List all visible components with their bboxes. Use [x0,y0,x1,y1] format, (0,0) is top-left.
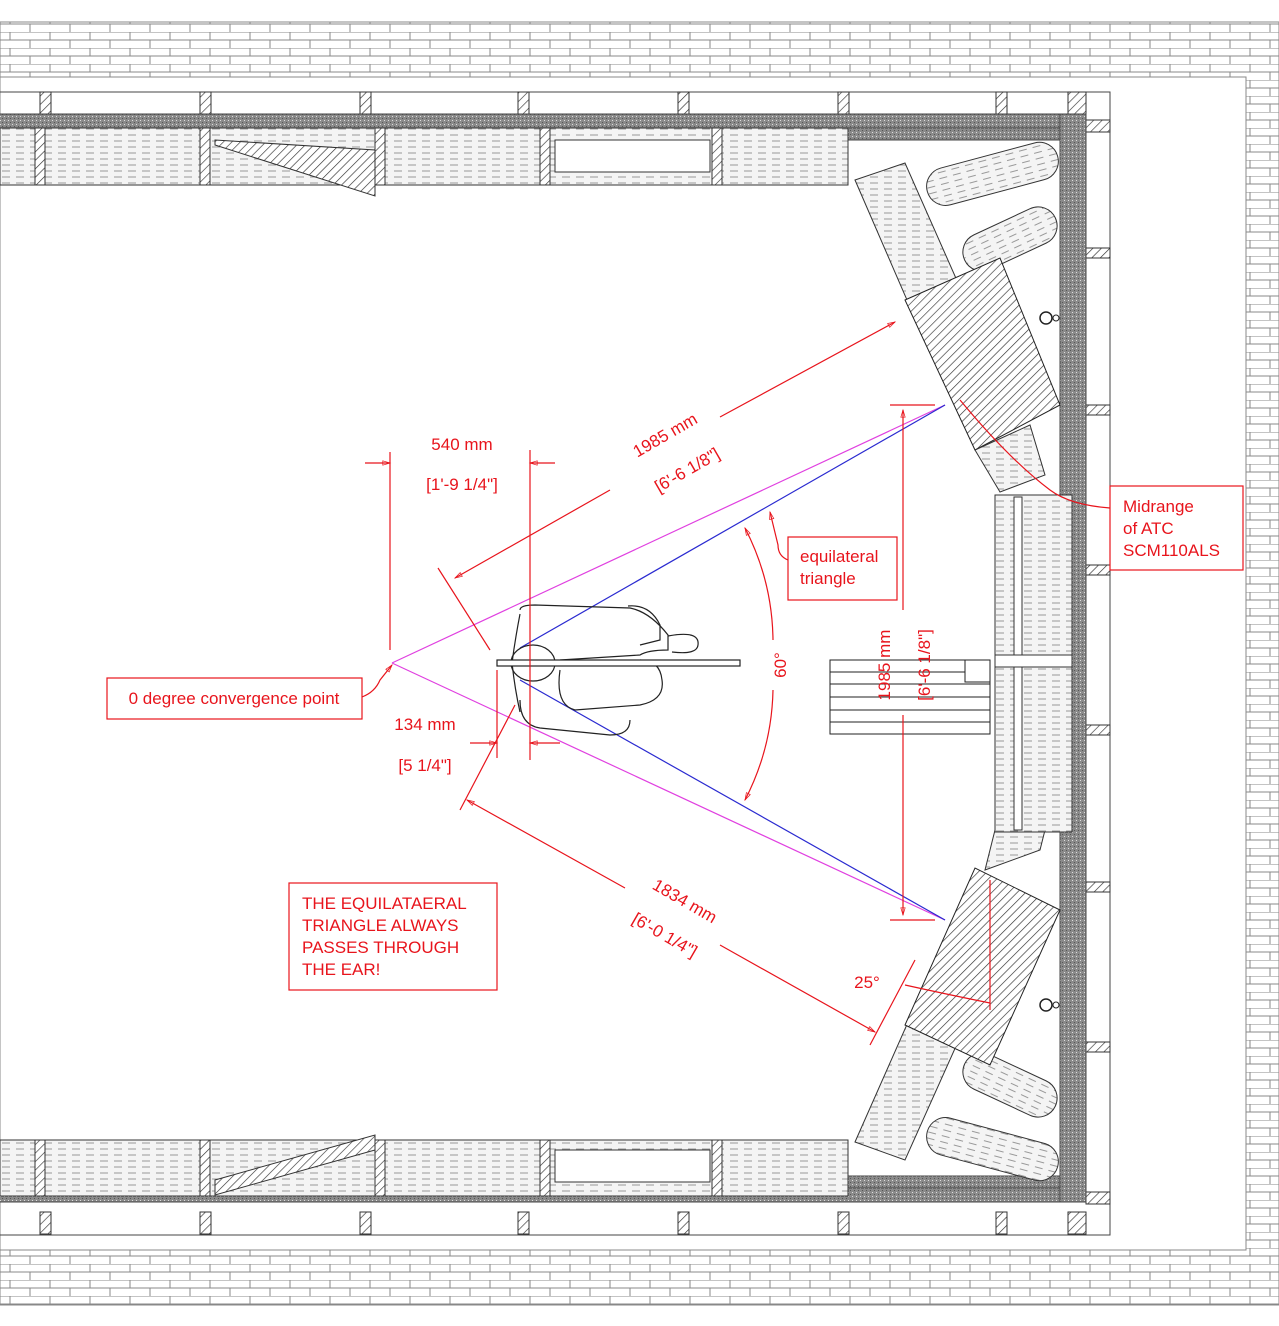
angle-60: 60° [771,652,790,678]
console-desk [829,659,991,735]
bottom-cabinet-row [0,1134,849,1197]
callout-equilateral-line2: triangle [800,569,856,588]
note-line4: THE EAR! [302,960,380,979]
dim-540-imperial: [1'-9 1/4"] [426,475,498,494]
left-speaker [904,257,1061,493]
note-line3: PASSES THROUGH [302,938,459,957]
callout-midrange: Midrange of ATC SCM110ALS [1109,485,1244,571]
right-speaker [904,829,1061,1066]
callout-convergence: 0 degree convergence point [106,677,363,720]
dim-1985-vert-imperial: [6'-6 1/8"] [915,629,934,701]
note-line1: THE EQUILATAERAL [302,894,467,913]
listener-figure [496,604,741,736]
dim-134-imperial: [5 1/4"] [398,756,451,775]
callout-convergence-text: 0 degree convergence point [129,689,340,708]
center-rack [994,494,1073,833]
dim-134-metric: 134 mm [394,715,455,734]
note-line2: TRIANGLE ALWAYS [302,916,459,935]
callout-equilateral-line1: equilateral [800,547,878,566]
dimension-lines [361,321,1111,1046]
triangle-lines [391,404,946,921]
callout-midrange-line3: SCM110ALS [1123,541,1220,560]
dim-540-metric: 540 mm [431,435,492,454]
callout-midrange-line1: Midrange [1123,497,1194,516]
top-cabinet-row [0,127,849,197]
callout-note: THE EQUILATAERAL TRIANGLE ALWAYS PASSES … [288,882,498,991]
dim-1985-vert-metric: 1985 mm [875,630,894,701]
angle-25: 25° [854,973,880,992]
callout-midrange-line2: of ATC [1123,519,1174,538]
outer-frame [0,91,1111,1236]
callout-equilateral: equilateral triangle [787,536,898,601]
